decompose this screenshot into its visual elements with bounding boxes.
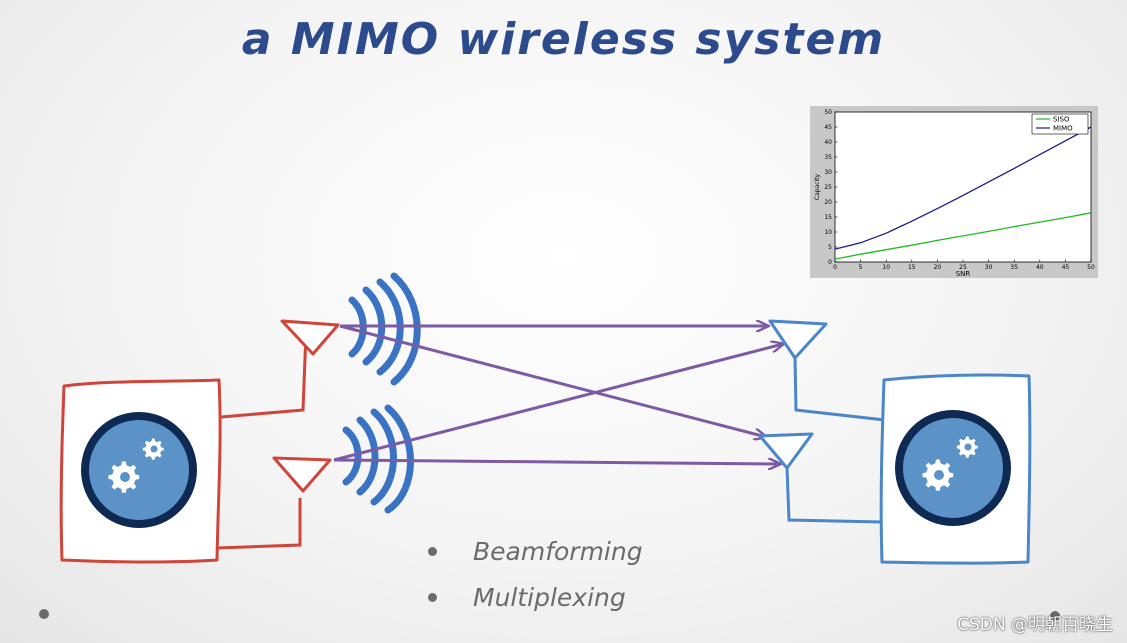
x-tick-label: 0 <box>833 264 837 271</box>
y-tick-label: 35 <box>824 154 832 161</box>
gear-icon <box>895 410 1011 526</box>
y-tick-label: 15 <box>824 214 832 221</box>
x-tick-label: 50 <box>1087 264 1095 271</box>
antenna-icon <box>272 456 332 493</box>
watermark: CSDN @明朝百晓生 <box>957 615 1113 635</box>
antenna-icon <box>758 432 814 470</box>
y-tick-label: 30 <box>824 169 832 176</box>
y-tick-label: 50 <box>824 109 832 116</box>
x-tick-label: 35 <box>1010 264 1018 271</box>
x-tick-label: 10 <box>882 264 890 271</box>
x-tick-label: 25 <box>959 264 967 271</box>
series-line-siso <box>834 212 1092 260</box>
path-tx1-rx2 <box>339 324 766 437</box>
bullet-beamforming: Beamforming <box>473 536 643 566</box>
series-line-mimo <box>834 126 1092 250</box>
chart-y-axis-label: Capacity <box>814 173 821 200</box>
x-tick-label: 5 <box>859 264 863 271</box>
slide-corner-dot <box>1050 611 1060 621</box>
path-tx2-rx1 <box>333 344 783 462</box>
radio-wave-icon <box>342 404 414 514</box>
slide-corner-dot <box>39 609 49 619</box>
chart-plot-area <box>834 111 1092 263</box>
bullet-list: Beamforming Multiplexing <box>428 528 643 620</box>
y-tick-label: 25 <box>824 184 832 191</box>
bullet-dot <box>428 592 437 602</box>
x-tick-label: 40 <box>1036 264 1044 271</box>
y-tick-label: 0 <box>828 259 832 266</box>
gear-icon <box>81 412 197 528</box>
x-tick-label: 15 <box>908 264 916 271</box>
bullet-multiplexing: Multiplexing <box>473 582 626 612</box>
x-tick-label: 20 <box>934 264 942 271</box>
radio-wave-icon <box>348 272 421 386</box>
y-tick-label: 40 <box>824 139 832 146</box>
chart-x-axis-label: SNR <box>956 270 971 278</box>
capacity-chart: 0 5 10 15 20 25 30 35 40 45 50 0 5 10 15 20 25 30 35 40 45 50… <box>810 106 1098 278</box>
legend-entry-siso: SISO <box>1053 116 1070 124</box>
legend-entry-mimo: MIMO <box>1053 125 1073 133</box>
x-tick-label: 45 <box>1062 264 1070 271</box>
bullet-dot <box>428 546 437 556</box>
bullet-item: Multiplexing <box>428 574 643 620</box>
y-tick-label: 20 <box>824 199 832 206</box>
slide-title: a MIMO wireless system <box>241 14 886 65</box>
y-tick-label: 5 <box>828 244 832 251</box>
antenna-icon <box>280 319 340 356</box>
y-tick-label: 45 <box>824 124 832 131</box>
antenna-icon <box>768 319 828 360</box>
capacity-chart-svg: 0 5 10 15 20 25 30 35 40 45 50 0 5 10 15 20 25 30 35 40 45 50… <box>810 106 1098 278</box>
path-tx2-rx2 <box>333 460 780 464</box>
chart-legend: SISO MIMO <box>1031 113 1089 135</box>
bullet-item: Beamforming <box>428 528 643 574</box>
signal-paths <box>333 324 783 464</box>
x-tick-label: 30 <box>985 264 993 271</box>
y-tick-label: 10 <box>824 229 832 236</box>
